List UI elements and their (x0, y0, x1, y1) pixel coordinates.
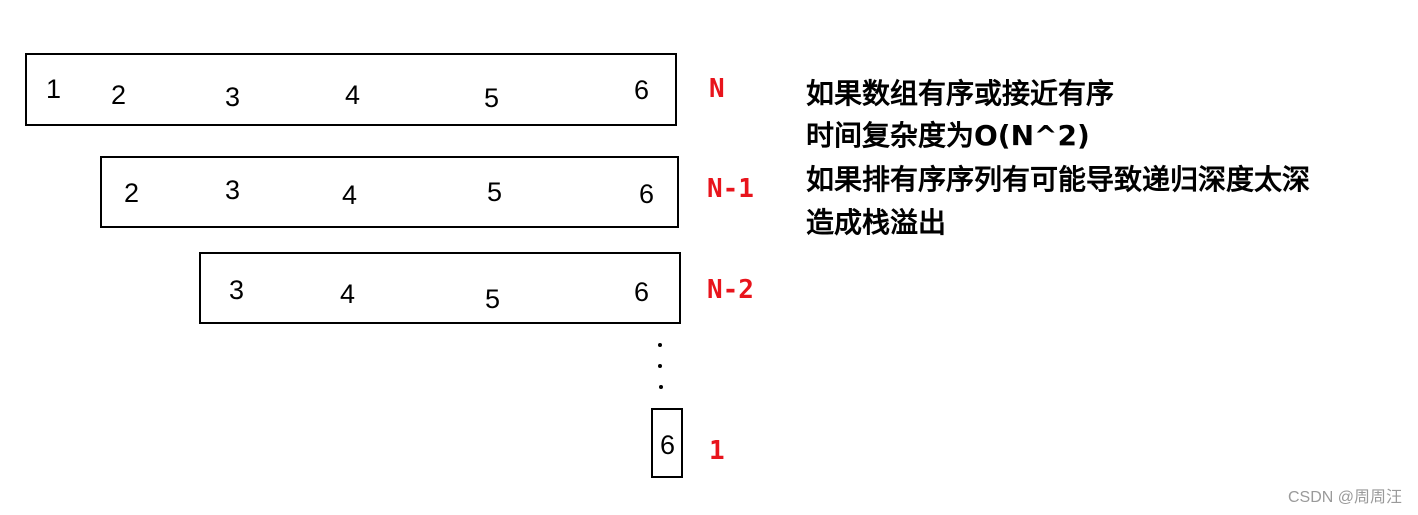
element-3: 3 (229, 275, 245, 305)
array-box-row-2 (100, 156, 679, 228)
note-line-3: 如果排有序序列有可能导致递归深度太深 (806, 163, 1311, 196)
note-line-1: 如果数组有序或接近有序 (806, 77, 1115, 110)
row-label-n-2: N-2 (707, 275, 754, 305)
element-5: 5 (487, 177, 503, 207)
element-3: 3 (225, 175, 241, 205)
element-4: 4 (342, 180, 358, 210)
element-2: 2 (124, 178, 140, 208)
note-line-4: 造成栈溢出 (806, 206, 947, 239)
ellipsis-dot (658, 364, 662, 368)
note-line-2: 时间复杂度为O(N^2) (806, 119, 1090, 152)
element-4: 4 (345, 80, 361, 110)
ellipsis-dot (658, 343, 662, 347)
array-box-row-1 (25, 53, 677, 126)
row-label-1: 1 (709, 436, 725, 466)
element-2: 2 (111, 80, 127, 110)
element-5: 5 (485, 284, 501, 314)
element-6: 6 (634, 75, 650, 105)
element-1: 1 (46, 74, 62, 104)
element-6: 6 (660, 430, 676, 460)
ellipsis-dot (659, 385, 663, 389)
element-6: 6 (634, 277, 650, 307)
array-box-row-last (651, 408, 683, 478)
row-label-n-1: N-1 (707, 174, 754, 204)
element-6: 6 (639, 179, 655, 209)
element-3: 3 (225, 82, 241, 112)
array-box-row-3 (199, 252, 681, 324)
row-label-n: N (709, 74, 725, 104)
watermark: CSDN @周周汪 (1287, 489, 1402, 506)
element-5: 5 (484, 83, 500, 113)
element-4: 4 (340, 279, 356, 309)
